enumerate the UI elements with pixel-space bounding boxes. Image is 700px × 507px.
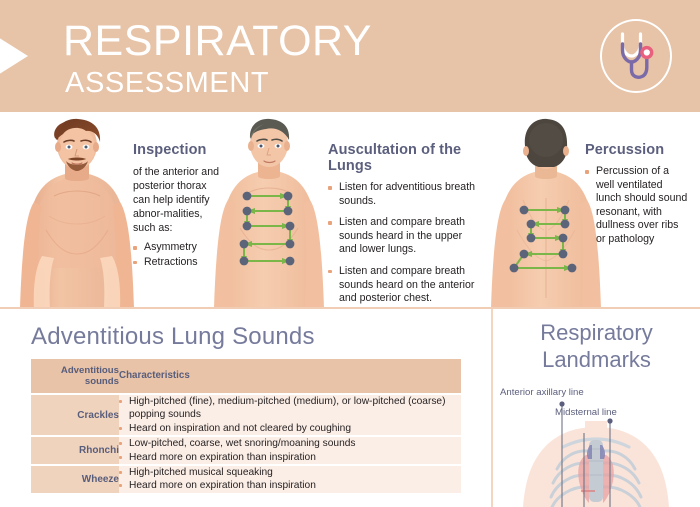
stethoscope-icon [620, 32, 654, 79]
section-divider-horizontal [0, 307, 700, 309]
list-item: Listen for adventitious breath sounds. [328, 181, 478, 208]
percussion-bullet-list: Percussion of a well ventilated lunch sh… [585, 165, 690, 247]
list-item: Heard more on expiration than inspiratio… [119, 479, 461, 492]
landmark-label-anterior-axillary-line: Anterior axillary line [500, 387, 584, 398]
row-characteristics-wheeze: High-pitched musical squeaking Heard mor… [119, 466, 461, 493]
assessment-steps-band: Inspection of the anterior and posterior… [0, 112, 700, 308]
table-row: Rhonchi Low-pitched, coarse, wet snoring… [31, 437, 461, 465]
header-title-group: RESPIRATORY ASSESSMENT [63, 18, 372, 100]
section-divider-vertical [491, 309, 493, 507]
list-item: High-pitched musical squeaking [119, 466, 461, 479]
list-item: Retractions [133, 256, 225, 270]
page-header: RESPIRATORY ASSESSMENT [0, 0, 700, 112]
page-title-lung-sounds: Adventitious Lung Sounds [31, 323, 315, 350]
percussion-points-male-figure [491, 118, 601, 308]
inspection-heading: Inspection [133, 142, 207, 158]
auscultation-heading: Auscultation of the Lungs [328, 142, 462, 174]
auscultation-bullet-list: Listen for adventitious breath sounds. L… [328, 181, 478, 306]
landmark-dot-anterior-axillary [559, 401, 565, 407]
list-item: Low-pitched, coarse, wet snoring/moaning… [119, 437, 461, 450]
landmarks-title-line1: Respiratory [540, 320, 653, 345]
inspection-text-block: Inspection of the anterior and posterior… [133, 142, 225, 270]
stethoscope-badge [600, 19, 672, 93]
landmarks-title-line2: Landmarks [542, 347, 651, 372]
percussion-text-block: Percussion Percussion of a well ventilat… [585, 142, 690, 255]
adventitious-lung-sounds-table: Adventitious sounds Characteristics Crac… [31, 357, 461, 495]
landmark-label-midsternal-line: Midsternal line [555, 407, 617, 418]
list-item: Heard on inspiration and not cleared by … [119, 422, 461, 435]
column-header-characteristics: Characteristics [119, 359, 461, 393]
page-subtitle: ASSESSMENT [65, 67, 270, 99]
table-row: Crackles High-pitched (fine), medium-pit… [31, 395, 461, 436]
list-item: Heard more on expiration than inspiratio… [119, 451, 461, 464]
column-header-sounds: Adventitious sounds [31, 359, 119, 393]
table-header-row: Adventitious sounds Characteristics [31, 359, 461, 393]
inspection-bullet-list: Asymmetry Retractions [133, 241, 225, 269]
list-item: Listen and compare breath sounds heard i… [328, 216, 478, 257]
inspection-intro: of the anterior and posterior thorax can… [133, 165, 225, 235]
anterior-thorax-ribcage-diagram [523, 401, 669, 507]
respiratory-landmarks-panel: Respiratory Landmarks [493, 309, 700, 507]
list-item: High-pitched (fine), medium-pitched (med… [119, 395, 461, 422]
page-title: RESPIRATORY [63, 17, 372, 65]
list-item: Percussion of a well ventilated lunch sh… [585, 165, 690, 247]
auscultation-text-block: Auscultation of the Lungs Listen for adv… [328, 142, 478, 308]
auscultation-points-male-figure [214, 118, 324, 308]
row-label-rhonchi: Rhonchi [31, 437, 119, 465]
table-row: Wheeze High-pitched musical squeaking He… [31, 466, 461, 493]
list-item: Asymmetry [133, 241, 225, 255]
row-label-crackles: Crackles [31, 395, 119, 436]
percussion-heading: Percussion [585, 142, 665, 158]
adventitious-lung-sounds-panel: Adventitious Lung Sounds Adventitious so… [0, 309, 491, 507]
landmarks-title: Respiratory Landmarks [493, 319, 700, 373]
landmark-dot-midsternal [607, 418, 613, 424]
inspection-intro-text: of the anterior and posterior thorax can… [133, 166, 219, 234]
row-characteristics-rhonchi: Low-pitched, coarse, wet snoring/moaning… [119, 437, 461, 465]
list-item: Listen and compare breath sounds heard o… [328, 265, 478, 306]
chevron-right-icon [0, 22, 28, 90]
row-label-wheeze: Wheeze [31, 466, 119, 493]
anterior-thorax-male-figure [20, 118, 134, 308]
row-characteristics-crackles: High-pitched (fine), medium-pitched (med… [119, 395, 461, 436]
